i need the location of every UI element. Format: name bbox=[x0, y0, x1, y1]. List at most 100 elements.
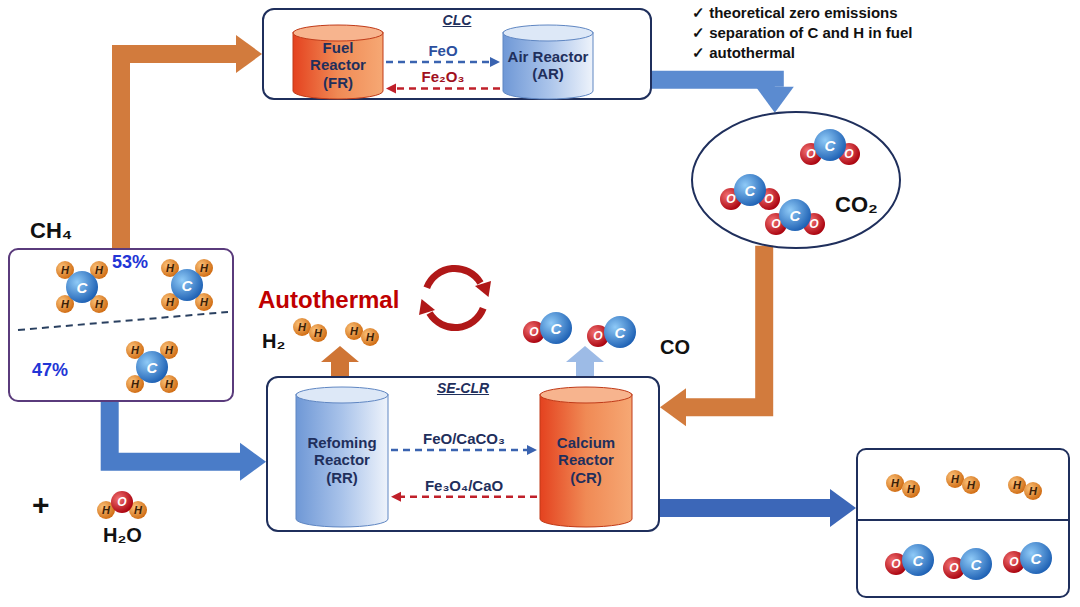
process-box: CH₄53%47%CHHHHCHHHHCHHHH bbox=[8, 248, 234, 402]
split-line bbox=[18, 312, 228, 330]
species-ellipse: CO₂COOCOOCOO bbox=[690, 110, 902, 250]
arrow-head bbox=[660, 388, 686, 426]
atom-sphere bbox=[361, 328, 379, 346]
flow-arrow bbox=[110, 402, 266, 481]
atom-letter: O bbox=[838, 143, 860, 165]
atom-sphere bbox=[962, 476, 980, 494]
atom-letter: H bbox=[90, 261, 108, 279]
atom-letter: H bbox=[1008, 476, 1026, 494]
atom-letter: C bbox=[171, 269, 203, 301]
atom-letter: C bbox=[604, 316, 636, 348]
reactor-label: Air Reactor (AR) bbox=[506, 48, 590, 83]
atom-letter: H bbox=[129, 501, 147, 519]
atom-letter: C bbox=[1020, 542, 1052, 574]
atom-letter: H bbox=[902, 480, 920, 498]
flow-arrow bbox=[660, 246, 764, 426]
atom-letter: C bbox=[902, 544, 934, 576]
atom-sphere bbox=[779, 199, 811, 231]
atom-letter: C bbox=[779, 199, 811, 231]
atom-letter: O bbox=[111, 491, 133, 513]
atom-letter: H bbox=[195, 259, 213, 277]
edge-label: FeO/CaCO₃ bbox=[423, 430, 505, 447]
reactor-cylinder: Air Reactor (AR) bbox=[502, 24, 594, 100]
atom-spheres bbox=[56, 129, 1052, 580]
flow-arrow bbox=[660, 489, 856, 527]
atom-letter: O bbox=[885, 553, 907, 575]
atom-letter: H bbox=[56, 295, 74, 313]
atom-letter: H bbox=[293, 318, 311, 336]
cycle-head bbox=[475, 281, 491, 297]
atom-sphere bbox=[604, 316, 636, 348]
species-label: + bbox=[32, 488, 50, 523]
atom-letter: O bbox=[587, 325, 609, 347]
flow-arrow bbox=[652, 80, 794, 113]
arrow-head bbox=[756, 87, 794, 113]
atom-letter: H bbox=[161, 259, 179, 277]
species-label: H₂O bbox=[103, 524, 142, 547]
connector-line bbox=[686, 246, 764, 407]
text-column: Air Reactor (AR) bbox=[506, 36, 590, 94]
atom-sphere bbox=[946, 470, 964, 488]
reactor-cylinder: Refoming Reactor (RR) bbox=[295, 386, 389, 528]
atom-sphere bbox=[136, 351, 168, 383]
reactor-cylinder: Fuel Reactor (FR) bbox=[292, 24, 384, 100]
atom-letter: H bbox=[962, 476, 980, 494]
atom-letter: C bbox=[960, 548, 992, 580]
reactor-label: Refoming Reactor (RR) bbox=[299, 434, 385, 486]
species-formula: CO₂ bbox=[835, 192, 878, 217]
atom-letter: H bbox=[160, 375, 178, 393]
atom-sphere bbox=[1020, 542, 1052, 574]
share-percent: 53% bbox=[112, 252, 148, 273]
share-percent: 47% bbox=[32, 360, 68, 381]
edge-label: Fe₃O₄/CaO bbox=[425, 477, 503, 494]
arrow-head bbox=[386, 84, 396, 94]
cycle-label: Autothermal bbox=[258, 286, 399, 314]
atom-letter: H bbox=[161, 293, 179, 311]
atom-sphere bbox=[66, 271, 98, 303]
atom-sphere bbox=[734, 174, 766, 206]
arrow-head bbox=[830, 489, 856, 527]
atom-sphere bbox=[814, 129, 846, 161]
h2-out-arrow bbox=[321, 346, 359, 376]
atom-letter: H bbox=[345, 322, 363, 340]
atom-letter: H bbox=[97, 501, 115, 519]
atom-sphere bbox=[293, 318, 311, 336]
atom-letter: C bbox=[814, 129, 846, 161]
atom-sphere bbox=[1024, 482, 1042, 500]
atom-letter: H bbox=[126, 375, 144, 393]
flow-arrow bbox=[121, 35, 262, 248]
atom-letter: H bbox=[946, 470, 964, 488]
atom-letter: H bbox=[309, 324, 327, 342]
atom-sphere bbox=[1008, 476, 1026, 494]
edge-label: FeO bbox=[428, 42, 457, 59]
atom-letter: O bbox=[800, 143, 822, 165]
co-out-arrow bbox=[566, 346, 604, 376]
arrow-head bbox=[391, 492, 401, 502]
connector-line bbox=[391, 449, 527, 452]
species-formula: CH₄ bbox=[30, 218, 72, 243]
atom-letter: H bbox=[160, 341, 178, 359]
connector-line bbox=[660, 499, 830, 517]
atom-letter: H bbox=[1024, 482, 1042, 500]
feature-note: ✓ theoretical zero emissions bbox=[692, 4, 898, 21]
product-divider bbox=[857, 519, 1069, 521]
autothermal-cycle bbox=[427, 268, 483, 327]
atom-letter: O bbox=[765, 213, 787, 235]
atom-letter: C bbox=[66, 271, 98, 303]
atom-letter: O bbox=[943, 557, 965, 579]
text-column: Fuel Reactor (FR) bbox=[296, 36, 380, 94]
connector-line bbox=[396, 87, 500, 90]
cycle-head bbox=[419, 299, 435, 315]
arrow-head bbox=[240, 443, 266, 481]
reactor-label: Calcium Reactor (CR) bbox=[543, 434, 629, 486]
atom-letter: O bbox=[720, 188, 742, 210]
atom-letter: O bbox=[523, 321, 545, 343]
atom-sphere bbox=[886, 474, 904, 492]
atom-letter: H bbox=[90, 295, 108, 313]
arrow-head bbox=[490, 57, 500, 67]
connector-line bbox=[652, 80, 775, 87]
atom-letter: C bbox=[136, 351, 168, 383]
connector-line bbox=[386, 61, 490, 64]
process-box: HHHHHHOCOCOC bbox=[856, 448, 1070, 598]
